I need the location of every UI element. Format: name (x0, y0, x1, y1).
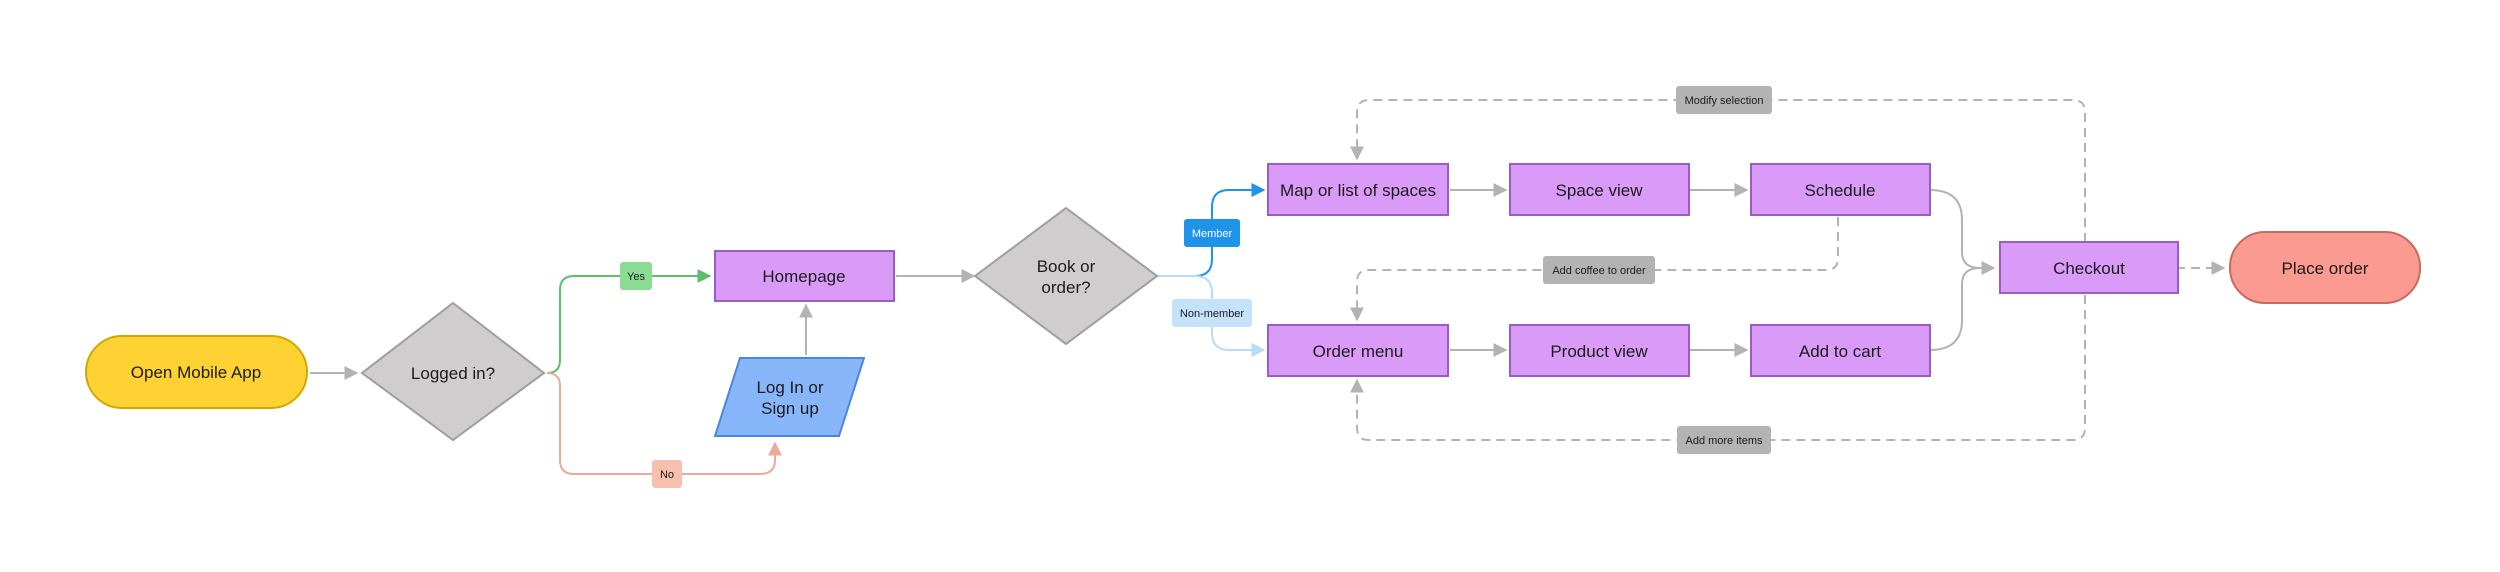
node-add-to-cart[interactable]: Add to cart (1750, 324, 1931, 377)
node-log-in-label-line2: Sign up (761, 399, 819, 418)
label-member-text: Member (1192, 228, 1233, 240)
label-no: No (652, 460, 682, 488)
edge-yes (546, 269, 712, 374)
label-yes: Yes (620, 262, 652, 290)
label-non-member-text: Non-member (1180, 308, 1245, 320)
node-log-in-sign-up[interactable]: Log In or Sign up (713, 357, 866, 437)
label-add-more: Add more items (1677, 426, 1771, 454)
edge-no (546, 372, 782, 475)
node-order-menu[interactable]: Order menu (1267, 324, 1449, 377)
node-homepage-label: Homepage (762, 267, 845, 286)
label-no-text: No (660, 469, 674, 481)
node-logged-in-label: Logged in? (411, 364, 495, 383)
node-map-or-list[interactable]: Map or list of spaces (1267, 163, 1449, 216)
edges (310, 99, 2226, 475)
label-member: Member (1184, 219, 1240, 247)
node-schedule[interactable]: Schedule (1750, 163, 1931, 216)
node-space-view-label: Space view (1556, 181, 1644, 200)
node-space-view[interactable]: Space view (1509, 163, 1690, 216)
node-place-order[interactable]: Place order (2229, 231, 2421, 304)
label-yes-text: Yes (627, 271, 645, 283)
edge-cart-to-checkout (1929, 267, 1981, 351)
node-book-or-order[interactable]: Book or order? (973, 206, 1159, 346)
node-log-in-label-line1: Log In or (756, 378, 823, 397)
node-product-view[interactable]: Product view (1509, 324, 1690, 377)
node-map-or-list-label: Map or list of spaces (1280, 181, 1436, 200)
label-modify-selection: Modify selection (1676, 86, 1772, 114)
label-add-coffee: Add coffee to order (1543, 256, 1655, 284)
node-open-mobile-app[interactable]: Open Mobile App (85, 335, 308, 409)
node-add-to-cart-label: Add to cart (1799, 342, 1881, 361)
node-checkout-label: Checkout (2053, 259, 2125, 278)
node-homepage[interactable]: Homepage (714, 250, 895, 302)
label-non-member: Non-member (1172, 299, 1252, 327)
label-add-more-text: Add more items (1685, 435, 1763, 447)
node-checkout[interactable]: Checkout (1999, 241, 2179, 294)
node-open-mobile-app-label: Open Mobile App (131, 363, 261, 382)
node-schedule-label: Schedule (1805, 181, 1876, 200)
edge-add-more (1350, 295, 2086, 441)
edge-modify-selection (1350, 99, 2086, 242)
node-product-view-label: Product view (1550, 342, 1648, 361)
node-book-label-line1: Book or (1037, 257, 1096, 276)
edge-schedule-to-checkout (1929, 189, 1996, 275)
node-place-order-label: Place order (2282, 259, 2369, 278)
label-modify-selection-text: Modify selection (1685, 95, 1764, 107)
node-book-label-line2: order? (1041, 278, 1090, 297)
node-logged-in[interactable]: Logged in? (360, 301, 546, 442)
label-add-coffee-text: Add coffee to order (1552, 265, 1646, 277)
node-order-menu-label: Order menu (1313, 342, 1404, 361)
